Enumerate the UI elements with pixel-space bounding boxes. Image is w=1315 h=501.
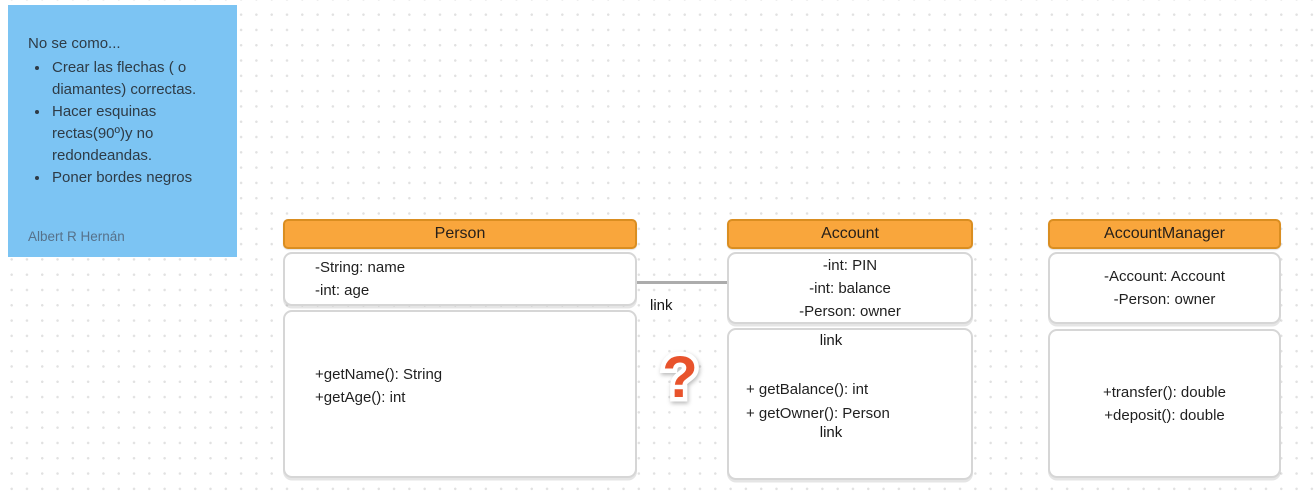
note-bullet: Poner bordes negros (50, 167, 224, 189)
class-fields-account[interactable]: -int: PIN -int: balance -Person: owner (727, 252, 973, 324)
field-row: -int: balance (809, 279, 891, 297)
field-row: -int: age (315, 282, 370, 299)
association-line[interactable] (637, 281, 727, 284)
note-author: Albert R Hernán (28, 229, 125, 244)
question-mark-sticker[interactable]: ? (650, 340, 710, 415)
method-row: +getName(): String (315, 366, 443, 383)
class-header-person[interactable]: Person (283, 219, 637, 249)
question-mark-glyph: ? (662, 345, 697, 410)
class-methods-accountmanager[interactable]: +transfer(): double +deposit(): double (1048, 329, 1281, 478)
link-label-bottom[interactable]: link (819, 424, 843, 441)
link-label-association[interactable]: link (650, 297, 673, 314)
class-fields-accountmanager[interactable]: -Account: Account -Person: owner (1048, 252, 1281, 324)
field-row: -Account: Account (1104, 268, 1225, 285)
class-fields-person[interactable]: -String: name -int: age (283, 252, 637, 306)
field-row: -String: name (315, 259, 406, 276)
method-row: +getAge(): int (315, 389, 406, 406)
sticky-note[interactable]: No se como... Crear las flechas ( o diam… (8, 5, 237, 257)
method-list: + getBalance(): int + getOwner(): Person (746, 378, 890, 426)
field-row: -Person: owner (799, 302, 901, 320)
note-bullet: Hacer esquinas rectas(90º)y no redondean… (50, 101, 224, 167)
class-header-accountmanager[interactable]: AccountManager (1048, 219, 1281, 249)
note-bullet: Crear las flechas ( o diamantes) correct… (50, 57, 224, 101)
class-methods-person[interactable]: +getName(): String +getAge(): int (283, 310, 637, 478)
field-row: -int: PIN (822, 256, 878, 274)
class-header-account[interactable]: Account (727, 219, 973, 249)
method-row: + getBalance(): int (746, 381, 869, 398)
note-title: No se como... (28, 35, 121, 52)
method-row: + getOwner(): Person (746, 405, 890, 422)
field-row: -Person: owner (1113, 291, 1216, 308)
method-row: +deposit(): double (1104, 406, 1225, 424)
method-row: +transfer(): double (1103, 383, 1226, 401)
class-methods-account[interactable]: link + getBalance(): int + getOwner(): P… (727, 328, 973, 480)
link-label-top[interactable]: link (819, 332, 843, 349)
class-name: Person (434, 225, 486, 242)
class-name: Account (821, 225, 879, 242)
class-name: AccountManager (1104, 225, 1225, 242)
note-bullet-list: Crear las flechas ( o diamantes) correct… (28, 57, 224, 189)
